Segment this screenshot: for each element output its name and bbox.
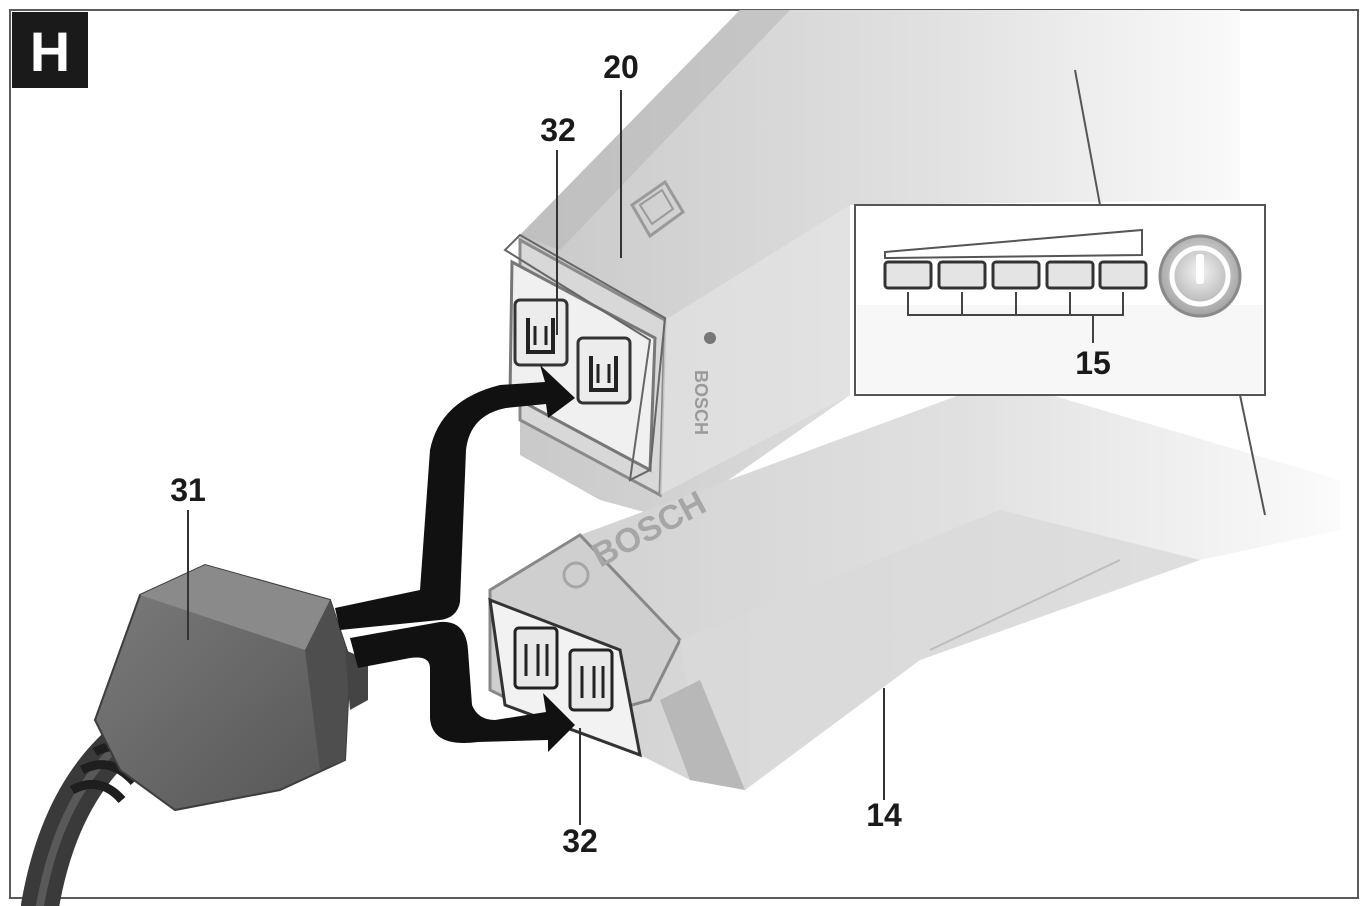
callout-connector-top: 32 bbox=[540, 112, 576, 148]
panel-letter: H bbox=[30, 20, 70, 83]
power-button-icon bbox=[1158, 234, 1242, 318]
arrow-upper bbox=[335, 365, 575, 630]
connector-upper bbox=[503, 233, 667, 482]
charge-indicator-inset bbox=[854, 69, 1266, 516]
callout-indicator: 15 bbox=[1075, 345, 1111, 381]
brand-logo-bottom bbox=[562, 561, 590, 589]
arrow-lower bbox=[350, 621, 575, 752]
callout-battery-bottom: 14 bbox=[866, 797, 902, 833]
panel-badge bbox=[12, 12, 88, 88]
terrain-mark-upper bbox=[630, 179, 685, 239]
charge-level-leds-icon bbox=[883, 260, 1148, 343]
callout-charger-plug: 31 bbox=[170, 472, 206, 508]
callout-connector-bottom: 32 bbox=[562, 823, 598, 859]
leader-lines bbox=[187, 90, 885, 825]
arrow-icon bbox=[335, 365, 575, 752]
callout-battery-top: 20 bbox=[603, 49, 639, 85]
connector-lower bbox=[488, 597, 642, 758]
brand-mark-top: BOSCH bbox=[691, 370, 711, 435]
